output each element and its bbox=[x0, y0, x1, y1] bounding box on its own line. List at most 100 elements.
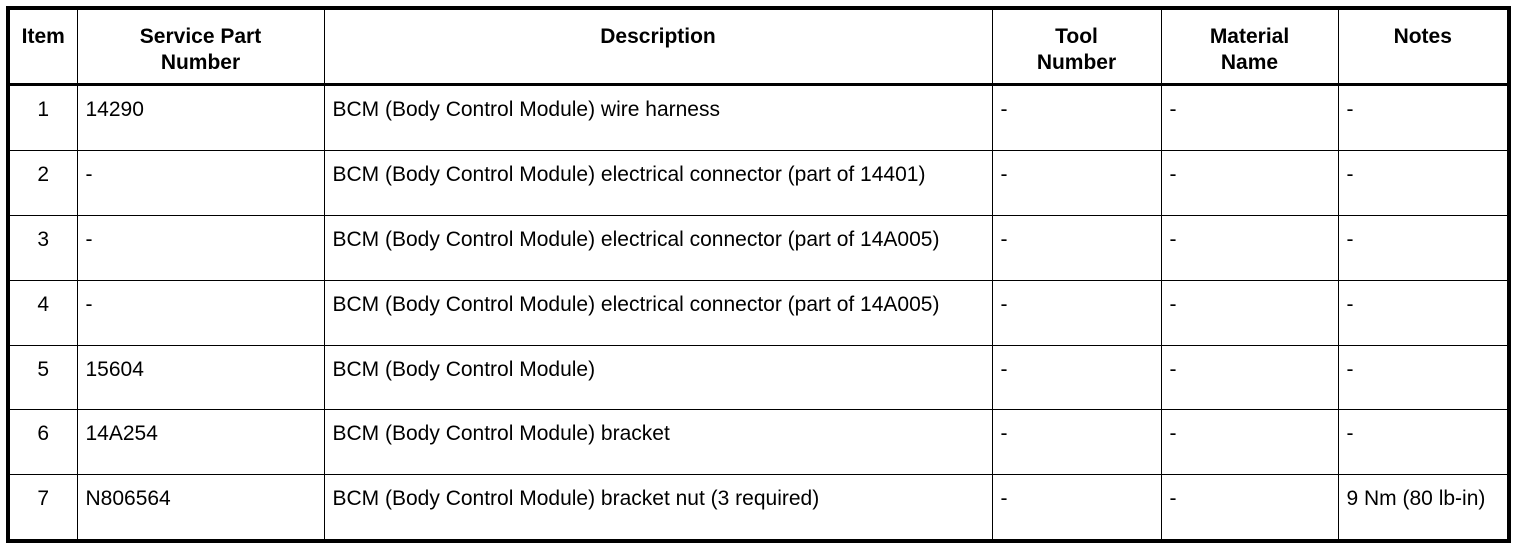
cell-notes-text: - bbox=[1346, 357, 1354, 381]
cell-description: BCM (Body Control Module) bracket nut (3… bbox=[323, 474, 993, 539]
cell-service-part-number-text: 14A254 bbox=[85, 422, 158, 446]
column-header-notes-label: Notes bbox=[1393, 25, 1452, 48]
cell-service-part-number-text: - bbox=[85, 227, 93, 251]
column-header-item-label: Item bbox=[21, 25, 65, 48]
cell-tool-number-text: - bbox=[1000, 422, 1008, 446]
cell-material-name-text: - bbox=[1169, 357, 1177, 381]
cell-service-part-number-text: N806564 bbox=[85, 487, 171, 511]
column-header-tool-number-line2: Number bbox=[1036, 51, 1117, 74]
table-row: 6 14A254 BCM (Body Control Module) bracket… bbox=[10, 409, 1507, 476]
cell-tool-number-text: - bbox=[1000, 357, 1008, 381]
cell-tool-number-text: - bbox=[1000, 487, 1008, 511]
cell-tool-number: - bbox=[991, 279, 1162, 346]
cell-material-name-text: - bbox=[1169, 97, 1177, 121]
cell-tool-number: - bbox=[991, 149, 1162, 216]
table-row: 2 - BCM (Body Control Module) electrical c… bbox=[10, 149, 1507, 216]
table-header: Item Service Part Number Description Too… bbox=[10, 10, 1507, 86]
cell-notes-text: - bbox=[1346, 292, 1354, 316]
table-row: 1 14290 BCM (Body Control Module) wire har… bbox=[10, 83, 1507, 151]
column-header-description: Description bbox=[323, 10, 993, 86]
cell-material-name: - bbox=[1160, 474, 1339, 539]
cell-item-text: 5 bbox=[37, 357, 50, 381]
cell-notes-text: - bbox=[1346, 422, 1354, 446]
column-header-item: Item bbox=[10, 10, 78, 86]
column-header-tool-number: Tool Number bbox=[991, 10, 1162, 86]
cell-item: 4 bbox=[10, 279, 78, 346]
cell-material-name-text: - bbox=[1169, 292, 1177, 316]
cell-description: BCM (Body Control Module) electrical con… bbox=[323, 149, 993, 216]
cell-service-part-number-text: - bbox=[85, 162, 93, 186]
cell-material-name-text: - bbox=[1169, 487, 1177, 511]
cell-notes: 9 Nm (80 lb-in) bbox=[1337, 474, 1507, 539]
cell-material-name: - bbox=[1160, 344, 1339, 411]
cell-item: 6 bbox=[10, 409, 78, 476]
cell-description: BCM (Body Control Module) electrical con… bbox=[323, 279, 993, 346]
cell-description-text: BCM (Body Control Module) wire harness bbox=[332, 97, 720, 121]
cell-notes: - bbox=[1337, 214, 1507, 281]
cell-service-part-number: N806564 bbox=[76, 474, 325, 539]
cell-service-part-number: - bbox=[76, 149, 325, 216]
cell-material-name: - bbox=[1160, 83, 1339, 151]
parts-table-frame: Item Service Part Number Description Too… bbox=[6, 6, 1511, 543]
cell-description-text: BCM (Body Control Module) electrical con… bbox=[332, 292, 940, 316]
table-row: 4 - BCM (Body Control Module) electrical c… bbox=[10, 279, 1507, 346]
cell-tool-number-text: - bbox=[1000, 162, 1008, 186]
cell-service-part-number-text: 14290 bbox=[85, 97, 144, 121]
cell-material-name-text: - bbox=[1169, 227, 1177, 251]
cell-material-name: - bbox=[1160, 409, 1339, 476]
cell-description-text: BCM (Body Control Module) electrical con… bbox=[332, 162, 926, 186]
cell-item-text: 2 bbox=[37, 162, 50, 186]
cell-item-text: 4 bbox=[37, 292, 50, 316]
cell-service-part-number-text: 15604 bbox=[85, 357, 144, 381]
cell-material-name: - bbox=[1160, 149, 1339, 216]
cell-material-name-text: - bbox=[1169, 422, 1177, 446]
table-row: 3 - BCM (Body Control Module) electrical c… bbox=[10, 214, 1507, 281]
cell-item-text: 3 bbox=[37, 227, 50, 251]
cell-service-part-number: - bbox=[76, 214, 325, 281]
cell-notes: - bbox=[1337, 279, 1507, 346]
table-header-row: Item Service Part Number Description Too… bbox=[10, 10, 1507, 86]
table-row: 7 N806564 BCM (Body Control Module) bracke… bbox=[10, 474, 1507, 539]
cell-description-text: BCM (Body Control Module) electrical con… bbox=[332, 227, 940, 251]
cell-tool-number: - bbox=[991, 214, 1162, 281]
column-header-description-label: Description bbox=[600, 25, 716, 48]
cell-item-text: 6 bbox=[37, 422, 50, 446]
cell-description: BCM (Body Control Module) bracket bbox=[323, 409, 993, 476]
column-header-material-name: Material Name bbox=[1160, 10, 1339, 86]
cell-notes: - bbox=[1337, 344, 1507, 411]
cell-item-text: 7 bbox=[37, 487, 50, 511]
column-header-service-part-number: Service Part Number bbox=[76, 10, 325, 86]
cell-description: BCM (Body Control Module) bbox=[323, 344, 993, 411]
cell-notes: - bbox=[1337, 149, 1507, 216]
cell-tool-number: - bbox=[991, 409, 1162, 476]
cell-notes: - bbox=[1337, 409, 1507, 476]
cell-description-text: BCM (Body Control Module) bbox=[332, 357, 596, 381]
cell-description: BCM (Body Control Module) electrical con… bbox=[323, 214, 993, 281]
column-header-service-part-number-line2: Number bbox=[160, 51, 241, 74]
service-parts-table: Item Service Part Number Description Too… bbox=[10, 10, 1507, 539]
cell-notes-text: 9 Nm (80 lb-in) bbox=[1346, 487, 1486, 511]
cell-notes: - bbox=[1337, 83, 1507, 151]
column-header-material-name-line1: Material bbox=[1209, 25, 1290, 48]
cell-description-text: BCM (Body Control Module) bracket bbox=[332, 422, 670, 446]
cell-service-part-number: - bbox=[76, 279, 325, 346]
cell-item: 7 bbox=[10, 474, 78, 539]
cell-service-part-number: 15604 bbox=[76, 344, 325, 411]
table-body: 1 14290 BCM (Body Control Module) wire har… bbox=[10, 83, 1507, 539]
cell-service-part-number-text: - bbox=[85, 292, 93, 316]
cell-item-text: 1 bbox=[37, 97, 50, 121]
cell-service-part-number: 14290 bbox=[76, 83, 325, 151]
cell-service-part-number: 14A254 bbox=[76, 409, 325, 476]
cell-description-text: BCM (Body Control Module) bracket nut (3… bbox=[332, 487, 820, 511]
cell-tool-number-text: - bbox=[1000, 292, 1008, 316]
column-header-tool-number-line1: Tool bbox=[1055, 25, 1098, 48]
column-header-material-name-line2: Name bbox=[1220, 51, 1279, 74]
cell-notes-text: - bbox=[1346, 162, 1354, 186]
cell-item: 5 bbox=[10, 344, 78, 411]
cell-notes-text: - bbox=[1346, 97, 1354, 121]
cell-description: BCM (Body Control Module) wire harness bbox=[323, 83, 993, 151]
cell-tool-number: - bbox=[991, 83, 1162, 151]
cell-notes-text: - bbox=[1346, 227, 1354, 251]
column-header-notes: Notes bbox=[1337, 10, 1507, 86]
cell-item: 1 bbox=[10, 83, 78, 151]
